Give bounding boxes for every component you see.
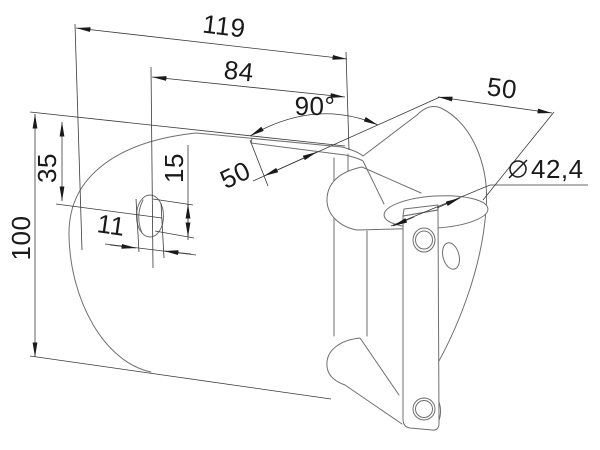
extension-line xyxy=(345,51,350,151)
dim-bend-length-label: 50 xyxy=(215,155,255,195)
leader-arrow-near xyxy=(436,197,461,209)
dim-arrow-left xyxy=(109,243,137,249)
dim-arrow-right xyxy=(163,250,192,255)
top-strip-edge xyxy=(195,132,343,148)
mounting-slot-inner-edge xyxy=(138,199,144,234)
flange-inner-edge xyxy=(362,160,385,205)
extension-line xyxy=(29,111,346,147)
extension-line xyxy=(160,202,165,259)
clamp-strap xyxy=(402,209,440,431)
extension-line xyxy=(74,23,83,251)
dim-saddle-width: 50 xyxy=(437,71,555,201)
dim-line xyxy=(151,76,346,98)
extension-line xyxy=(29,355,332,400)
bend-corner-edge xyxy=(341,114,418,157)
dim-arm-length: 84 xyxy=(150,55,346,269)
dim-line xyxy=(75,27,348,60)
top-boss-outline xyxy=(326,166,433,231)
dim-bend-angle-label: 90° xyxy=(295,91,336,121)
strap-top-hole-inner xyxy=(415,230,433,250)
leader-arrow-far xyxy=(392,216,415,227)
extension-line xyxy=(249,139,269,187)
dim-overall-height-label: 100 xyxy=(6,216,36,261)
dim-arm-length-label: 84 xyxy=(222,55,255,88)
disc-oval-hole xyxy=(442,242,460,270)
dim-tube-diameter-label: 42,4 xyxy=(531,154,584,184)
dim-slot-height-label: 15 xyxy=(159,153,189,183)
extension-line xyxy=(135,198,140,253)
strap-top-hole xyxy=(412,227,436,253)
dim-slot-offset-label: 35 xyxy=(32,153,62,183)
mounting-slot xyxy=(136,194,164,238)
bottom-boss-outline xyxy=(326,337,403,425)
dim-tube-diameter: 42,4 xyxy=(390,154,588,227)
dim-bend-angle: 90° xyxy=(249,91,379,137)
strap-bottom-hole xyxy=(412,397,436,421)
dim-slot-width-label: 11 xyxy=(95,208,127,242)
dim-line xyxy=(263,151,318,177)
dim-overall-height: 100 xyxy=(6,114,332,400)
dim-slot-height: 15 xyxy=(152,145,195,240)
diameter-symbol-icon xyxy=(508,159,528,179)
leader-line xyxy=(390,184,588,227)
dim-overall-width-label: 119 xyxy=(201,9,247,44)
strap-bottom-hole-inner xyxy=(415,400,433,418)
bracket-part xyxy=(68,106,489,431)
clamp-strap-top-face xyxy=(402,204,439,217)
wall-plate-outline xyxy=(68,132,197,373)
extension-line xyxy=(55,203,163,219)
extension-line xyxy=(152,198,194,206)
top-strip-lower-edge xyxy=(250,142,364,162)
bottom-boss-fill xyxy=(326,338,402,425)
extension-line xyxy=(150,66,154,269)
dim-saddle-width-label: 50 xyxy=(485,71,518,104)
saddle-disc-outline xyxy=(416,106,488,392)
angle-arc xyxy=(249,113,379,137)
dim-overall-width: 119 xyxy=(74,9,350,251)
dim-slot-width: 11 xyxy=(95,198,197,259)
dim-line xyxy=(437,96,553,114)
